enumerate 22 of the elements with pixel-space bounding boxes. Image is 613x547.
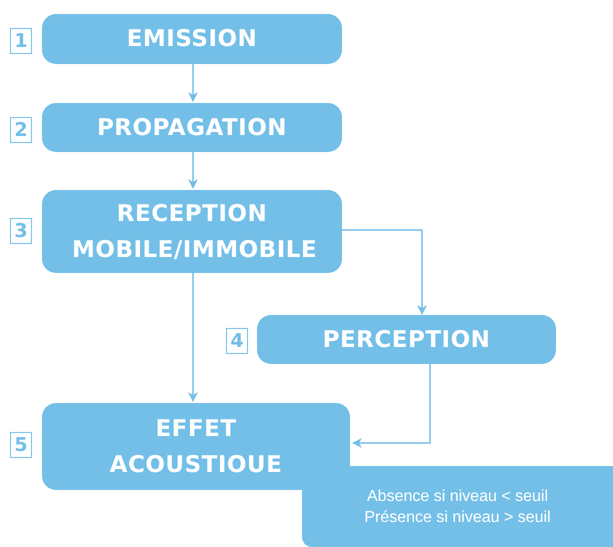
arrow	[352, 364, 431, 448]
arrow	[188, 152, 198, 189]
step-label: PROPAGATION	[96, 114, 288, 142]
step-label: PERCEPTION	[322, 326, 492, 354]
process-box	[42, 190, 342, 273]
step-number: 3	[10, 218, 32, 244]
note-text: Présence si niveau > seuil	[364, 508, 551, 528]
step-number: 2	[10, 117, 32, 143]
arrow	[188, 64, 198, 102]
step-number: 1	[10, 28, 32, 54]
process-box	[42, 103, 342, 152]
step-label: EFFET ACOUSTIOUE	[108, 414, 284, 480]
note-box	[302, 466, 613, 547]
process-box	[42, 403, 350, 490]
process-box	[257, 315, 556, 364]
step-number: 5	[10, 432, 32, 458]
note-text: Absence si niveau < seuil	[367, 486, 548, 506]
process-box	[42, 14, 342, 64]
arrow	[342, 229, 427, 315]
arrow	[188, 273, 198, 402]
step-label: EMISSION	[126, 25, 258, 54]
step-number: 4	[226, 328, 248, 354]
